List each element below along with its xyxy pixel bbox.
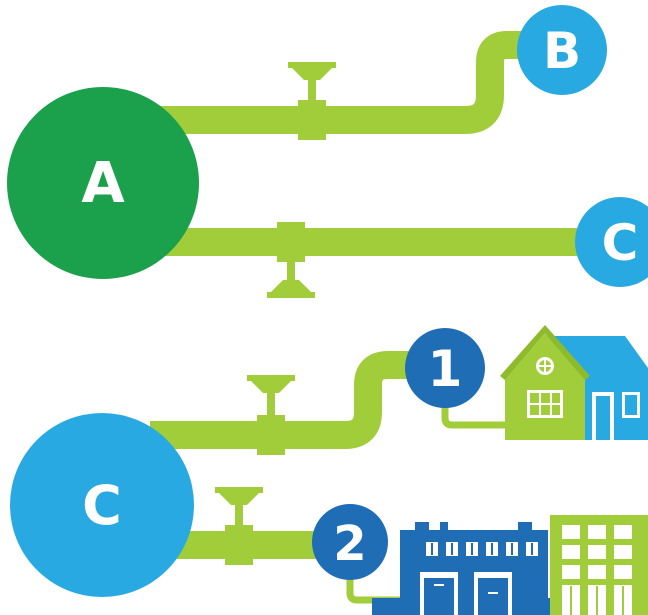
pipe-joint [257, 415, 285, 455]
pipe-a-to-b [150, 31, 560, 134]
bottom-network: C 1 2 [10, 325, 648, 615]
node-c-source [10, 413, 194, 597]
pipe-c-to-1 [150, 351, 430, 449]
node-1-label: 1 [428, 340, 463, 398]
node-2-label: 2 [333, 516, 366, 572]
node-a [7, 87, 199, 279]
valve-icon [288, 62, 336, 108]
node-b-label: B [543, 22, 581, 80]
house-icon [500, 325, 648, 440]
pipe-2-to-building [346, 570, 400, 604]
valve-icon [247, 375, 295, 421]
apartment-building-icon [550, 515, 648, 615]
node-c-source-label: C [82, 474, 122, 537]
top-network: A B C [7, 5, 648, 298]
valve-icon [267, 252, 315, 298]
office-building-icon [372, 522, 648, 615]
node-1 [405, 328, 485, 408]
pipe-1-to-house [441, 395, 505, 429]
valve-icon [215, 487, 263, 533]
node-2 [312, 504, 388, 580]
node-c-out-label: C [602, 214, 639, 272]
node-a-label: A [81, 151, 125, 216]
node-b [517, 5, 607, 95]
node-c-out [575, 197, 648, 287]
